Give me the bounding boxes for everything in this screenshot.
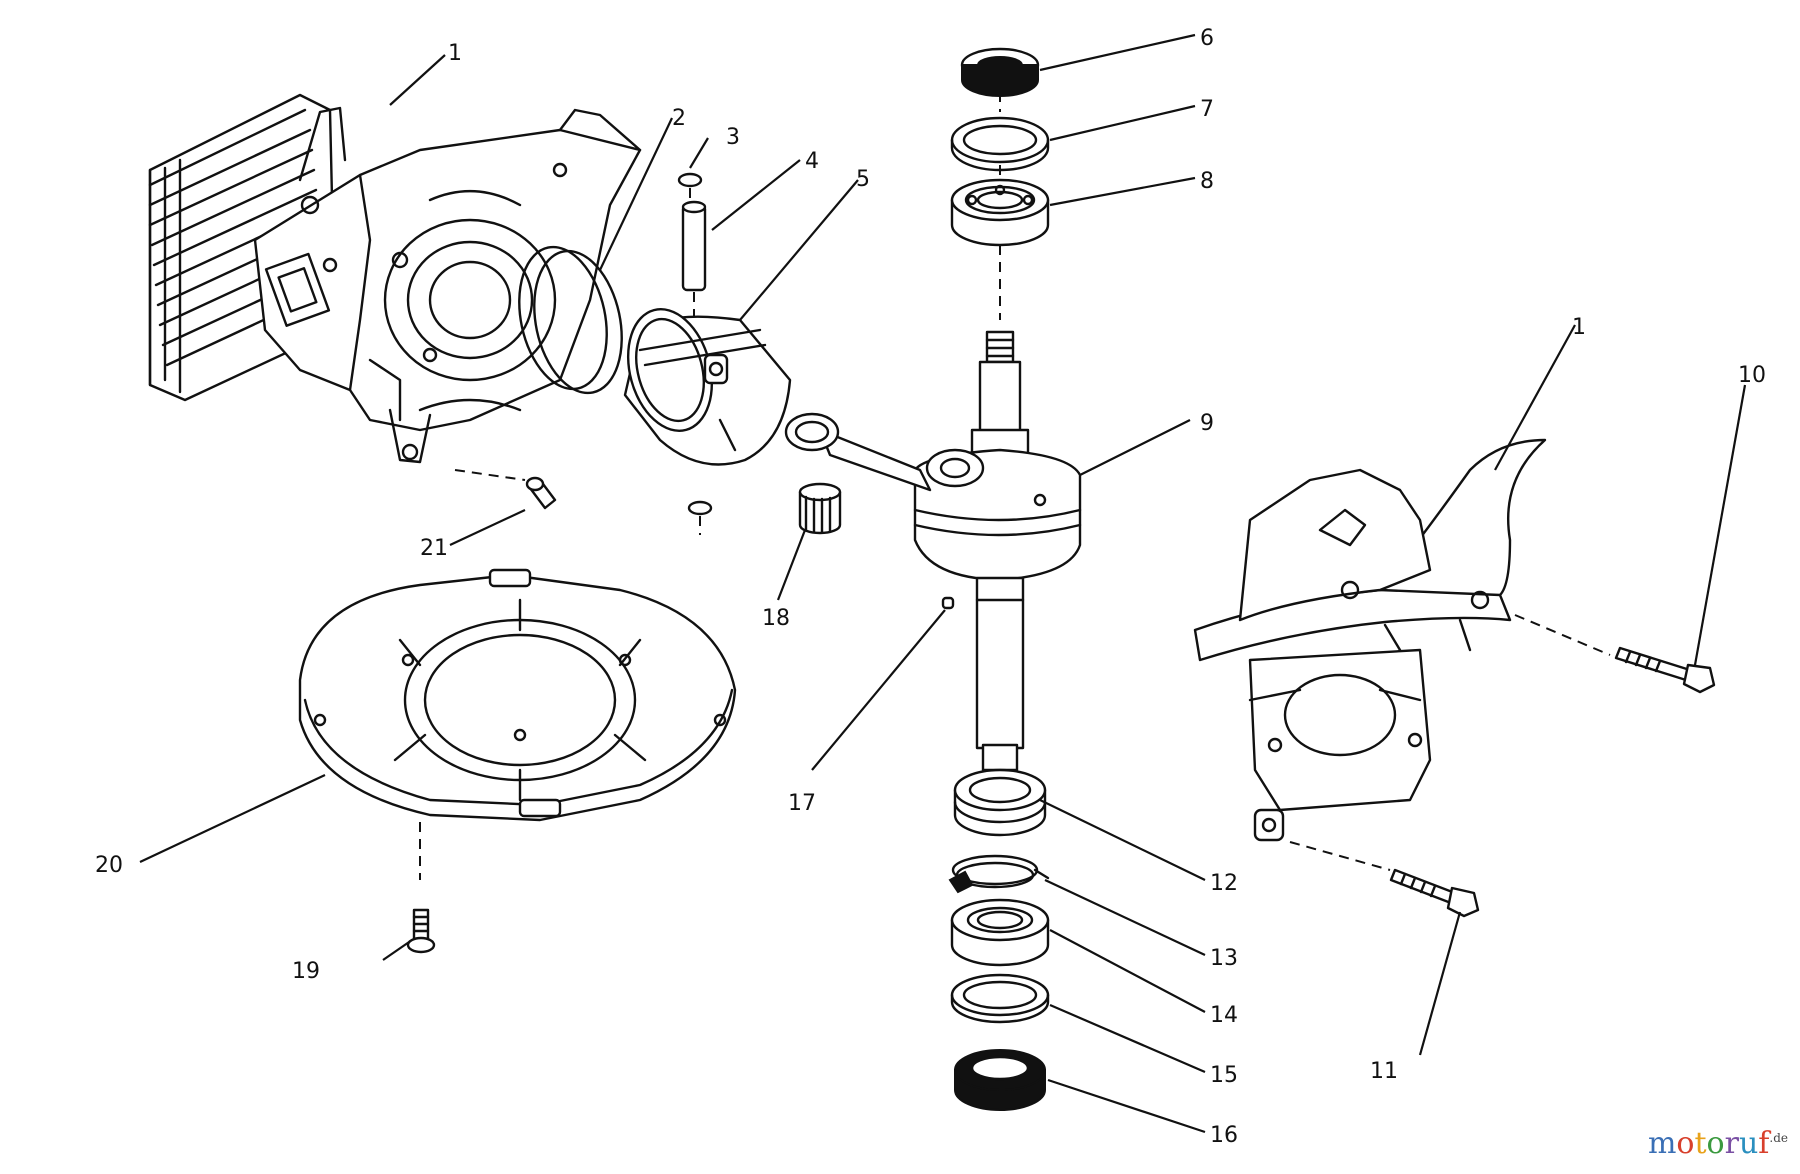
callout-20: 20	[95, 853, 123, 878]
callout-1a: 1	[448, 41, 462, 66]
crankshaft-seal-lower	[954, 1049, 1046, 1111]
callout-12: 12	[1210, 871, 1238, 896]
callout-15: 15	[1210, 1063, 1238, 1088]
callout-2: 2	[672, 106, 686, 131]
callout-8: 8	[1200, 169, 1214, 194]
callout-14: 14	[1210, 1003, 1238, 1028]
oil-seal-lower	[953, 768, 1047, 837]
callout-1b: 1	[1572, 315, 1586, 340]
callout-4: 4	[805, 149, 819, 174]
axis-line-bolt-11	[1289, 841, 1391, 871]
piston	[623, 308, 792, 466]
dowel-pin	[941, 596, 955, 610]
washer-top	[950, 116, 1050, 172]
piston-pin	[681, 200, 707, 320]
callout-13: 13	[1210, 946, 1238, 971]
crankshaft-seal-top	[960, 47, 1040, 97]
callout-19: 19	[292, 959, 320, 984]
watermark-tld: .de	[1769, 1131, 1788, 1145]
bushing	[525, 476, 557, 510]
watermark-letter: o	[1706, 1126, 1725, 1161]
watermark-letter: r	[1724, 1126, 1739, 1161]
crankshaft	[913, 330, 1082, 772]
watermark-text: motoruf	[1648, 1126, 1769, 1161]
washer-lower	[950, 973, 1050, 1024]
watermark-letter: m	[1647, 1126, 1677, 1161]
retaining-ring-lower	[948, 854, 1050, 894]
connecting-rod	[784, 412, 932, 492]
callout-10: 10	[1738, 363, 1766, 388]
cover-plate	[298, 568, 737, 822]
axis-line-bolt-10	[1514, 614, 1611, 656]
bolt-10	[1614, 646, 1716, 694]
intake-port	[264, 252, 331, 327]
crank-bore	[383, 218, 557, 382]
watermark-letter: t	[1694, 1126, 1707, 1161]
callout-7: 7	[1200, 97, 1214, 122]
callout-6: 6	[1200, 26, 1214, 51]
callout-labels: 1 2 3 4 5 6 7 8 9 10 1 11 12 13 14 15 16…	[95, 26, 1766, 1148]
callout-5: 5	[856, 167, 870, 192]
needle-bearing	[798, 482, 842, 535]
callout-11: 11	[1370, 1059, 1398, 1084]
callout-17: 17	[788, 791, 816, 816]
callout-18: 18	[762, 606, 790, 631]
watermark-letter: u	[1738, 1126, 1759, 1161]
callout-3: 3	[726, 125, 740, 150]
leader-lines	[139, 33, 1747, 1134]
watermark-logo: motoruf.de	[1648, 1126, 1788, 1161]
piston-rings	[518, 245, 623, 395]
screw-19	[406, 908, 436, 954]
callout-21: 21	[420, 536, 448, 561]
bolt-11	[1389, 868, 1480, 918]
axis-line-bushing	[454, 469, 526, 481]
ball-bearing-lower	[950, 898, 1050, 967]
ball-bearing-top	[950, 178, 1050, 247]
watermark-letter: o	[1676, 1126, 1695, 1161]
crankcase-right	[1193, 438, 1547, 842]
watermark-letter: f	[1758, 1126, 1770, 1161]
callout-9: 9	[1200, 411, 1214, 436]
callout-16: 16	[1210, 1123, 1238, 1148]
crankcase-cylinder-left	[148, 93, 642, 464]
piston-pin-clip	[677, 172, 713, 535]
